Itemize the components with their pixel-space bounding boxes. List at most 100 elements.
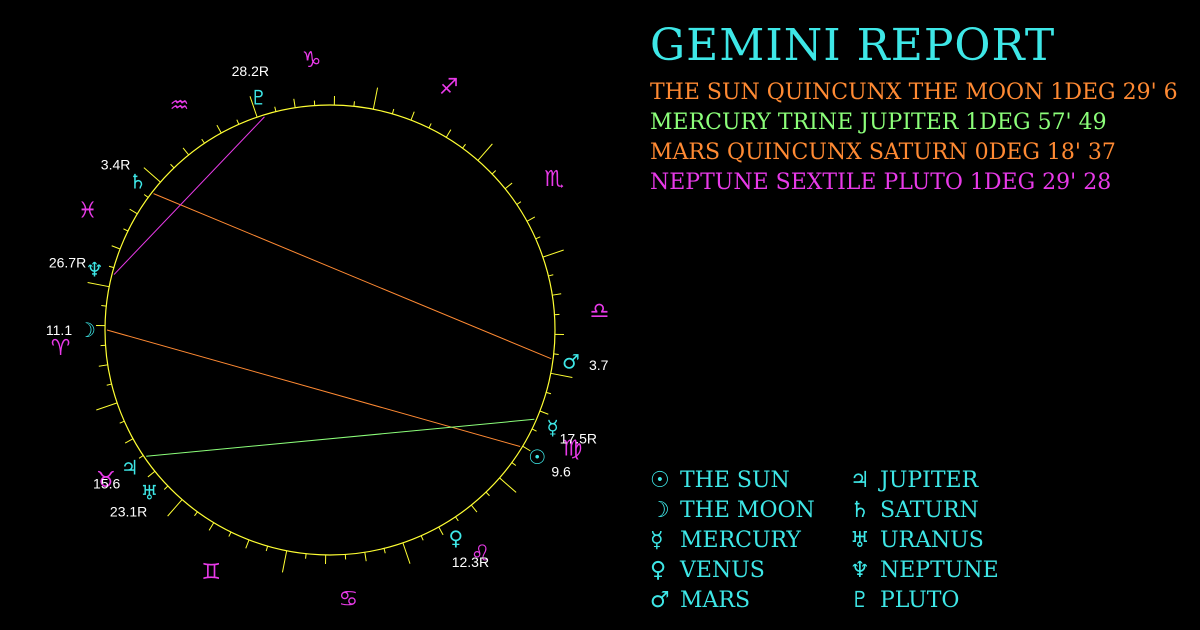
degree-tick xyxy=(138,455,144,459)
planet-degree-label: 17.5R xyxy=(560,430,597,446)
planet-degree-label: 26.7R xyxy=(49,255,86,271)
legend-label: SATURN xyxy=(880,498,979,523)
mars-icon: ♂ xyxy=(562,349,580,373)
planet-degree-label: 12.3R xyxy=(452,554,489,570)
legend-label: URANUS xyxy=(880,528,984,553)
degree-tick xyxy=(129,208,138,215)
venus-icon: ♀ xyxy=(449,526,464,550)
degree-tick xyxy=(470,504,478,513)
legend-label: MARS xyxy=(680,588,751,613)
leo-icon: ♌ xyxy=(471,542,491,567)
moon-icon: ☽ xyxy=(650,498,670,523)
degree-tick xyxy=(265,546,269,552)
aspect-line: MARS QUINCUNX SATURN 0DEG 18' 37 xyxy=(650,140,1116,165)
wheel-circle xyxy=(104,104,556,556)
degree-tick xyxy=(111,245,121,250)
cancer-icon: ♋ xyxy=(338,587,358,612)
degree-tick xyxy=(539,410,549,415)
aspect-line: NEPTUNE SEXTILE PLUTO 1DEG 29' 28 xyxy=(650,170,1112,195)
aquarius-icon: ♒ xyxy=(170,93,190,118)
degree-tick xyxy=(106,383,112,386)
legend-label: JUPITER xyxy=(880,468,979,493)
degree-tick xyxy=(245,539,250,549)
legend-label: VENUS xyxy=(680,558,765,583)
planet-degree-label: 3.7 xyxy=(589,357,609,373)
planet-markers: ☉9.6☽11.1☿17.5R♀12.3R♂3.7♃15.6♄3.4R♅23.1… xyxy=(46,63,609,570)
legend-label: THE MOON xyxy=(680,498,815,523)
pluto-icon: ♇ xyxy=(850,588,870,613)
degree-tick xyxy=(542,249,564,258)
degree-tick xyxy=(143,194,149,198)
degree-tick xyxy=(553,353,559,355)
legend-sun: ☉THE SUN xyxy=(650,466,790,496)
legend-jupiter: ♃ JUPITER xyxy=(850,466,978,496)
planet-degree-label: 11.1 xyxy=(46,322,72,338)
planet-degree-label: 15.6 xyxy=(93,475,120,491)
legend-label: PLUTO xyxy=(880,588,960,613)
degree-tick xyxy=(504,182,513,190)
natal-chart-wheel: ♈♉♊♋♌♍♎♏♐♑♒♓ ☉9.6☽11.1☿17.5R♀12.3R♂3.7♃1… xyxy=(46,48,609,612)
aspect-lines xyxy=(106,116,552,457)
jupiter-icon: ♃ xyxy=(121,456,139,480)
legend-saturn: ♄ SATURN xyxy=(850,496,979,526)
legend-label: MERCURY xyxy=(680,528,801,553)
degree-tick xyxy=(511,462,517,466)
degree-tick xyxy=(249,96,258,118)
degree-tick xyxy=(143,167,161,183)
degree-tick xyxy=(87,281,110,288)
degree-tick xyxy=(119,420,125,424)
degree-tick xyxy=(236,119,240,125)
taurus-icon: ♉ xyxy=(96,468,116,493)
pluto-icon: ♇ xyxy=(250,86,268,110)
degree-tick xyxy=(477,143,493,161)
degree-tick xyxy=(455,516,459,522)
saturn-icon: ♄ xyxy=(129,169,147,193)
legend-neptune: ♆NEPTUNE xyxy=(850,556,999,586)
degree-tick xyxy=(531,428,537,432)
degree-tick xyxy=(485,491,490,497)
aspect-connector xyxy=(146,418,535,457)
jupiter-icon: ♃ xyxy=(850,468,870,493)
saturn-icon: ♄ xyxy=(850,498,870,523)
degree-tick xyxy=(526,216,536,222)
degree-tick xyxy=(147,470,156,478)
aspect-list: THE SUN QUINCUNX THE MOON 1DEG 29' 6 MER… xyxy=(650,78,1178,198)
degree-tick xyxy=(353,101,355,107)
degree-tick xyxy=(96,402,118,411)
planet-degree-label: 28.2R xyxy=(232,63,269,79)
uranus-icon: ♅ xyxy=(140,481,158,505)
libra-icon: ♎ xyxy=(590,299,610,324)
degree-tick xyxy=(170,163,175,169)
degree-tick xyxy=(550,372,573,379)
degree-tick xyxy=(182,147,190,156)
page-title: GEMINI REPORT xyxy=(650,20,1056,71)
aspect-line: MERCURY TRINE JUPITER 1DEG 57' 49 xyxy=(650,110,1107,135)
zodiac-signs: ♈♉♊♋♌♍♎♏♐♑♒♓ xyxy=(51,48,609,612)
degree-tick xyxy=(410,111,415,121)
degree-tick xyxy=(372,87,379,110)
degree-tick xyxy=(281,550,288,573)
degree-tick xyxy=(402,542,411,564)
degree-tick xyxy=(194,511,198,517)
gemini-icon: ♊ xyxy=(201,560,221,585)
degree-tick xyxy=(546,391,552,395)
sun-icon: ☉ xyxy=(650,468,670,493)
planet-degree-label: 9.6 xyxy=(551,464,571,480)
degree-tick xyxy=(428,123,432,129)
aspect-line: THE SUN QUINCUNX THE MOON 1DEG 29' 6 xyxy=(650,80,1178,105)
degree-tick xyxy=(108,265,114,269)
virgo-icon: ♍ xyxy=(563,436,583,461)
aspect-connector xyxy=(153,193,552,360)
aspect-connector xyxy=(106,329,521,447)
planet-degree-label: 3.4R xyxy=(101,156,131,172)
degree-tick xyxy=(123,228,129,232)
legend-moon: ☽ THE MOON xyxy=(650,496,815,526)
degree-tick xyxy=(535,236,541,240)
legend-venus: ♀VENUS xyxy=(650,556,765,586)
aries-icon: ♈ xyxy=(51,336,71,361)
degree-tick xyxy=(228,531,232,537)
degree-tick xyxy=(305,553,307,559)
degree-tick xyxy=(462,143,466,149)
sagittarius-icon: ♐ xyxy=(439,75,459,100)
degree-tick xyxy=(101,305,107,307)
